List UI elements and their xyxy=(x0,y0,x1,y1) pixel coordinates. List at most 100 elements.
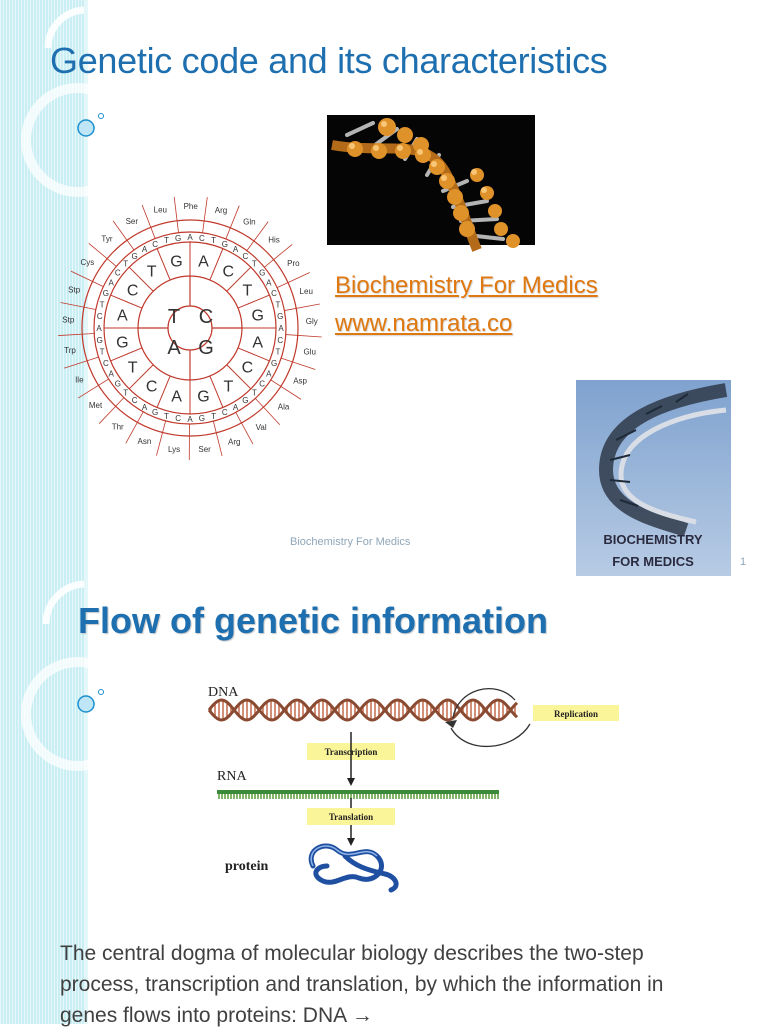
codon-base-letter: G xyxy=(175,234,181,243)
codon-base-letter: C xyxy=(132,396,138,405)
central-dogma-diagram: DNA Replication Transcription RNA Transl… xyxy=(195,680,635,900)
codon-base-letter: G xyxy=(199,414,205,423)
amino-acid-label: Tyr xyxy=(101,235,112,244)
amino-acid-label: Lys xyxy=(168,445,180,454)
protein-label: protein xyxy=(225,859,269,874)
codon-base-letter: A xyxy=(266,370,272,379)
codon-base-letter: C xyxy=(175,414,181,423)
amino-acid-label: Ser xyxy=(198,445,211,454)
codon-base-letter: C xyxy=(97,312,103,321)
amino-acid-label: Ile xyxy=(75,375,84,384)
codon-base-letter: C xyxy=(222,408,228,417)
codon-base-letter: T xyxy=(164,236,169,245)
bullet-dot-icon xyxy=(78,696,94,712)
codon-base-letter: A xyxy=(142,245,148,254)
rna-strand xyxy=(219,794,498,799)
replication-label: Replication xyxy=(554,709,598,719)
amino-acid-label: Stp xyxy=(68,286,81,295)
codon-base-letter: A xyxy=(266,279,272,288)
dna-helix-photo xyxy=(327,115,535,245)
middle-base-letter: A xyxy=(198,253,209,270)
body-paragraph: The central dogma of molecular biology d… xyxy=(60,938,720,1031)
codon-base-letter: G xyxy=(271,359,277,368)
amino-acid-label: Stp xyxy=(62,316,75,325)
codon-base-letter: G xyxy=(115,379,121,388)
middle-base-letter: A xyxy=(171,389,182,406)
amino-acid-label: Ala xyxy=(278,402,290,411)
middle-base-letter: T xyxy=(223,378,233,395)
middle-base-letter: T xyxy=(128,359,138,376)
middle-base-letter: G xyxy=(251,308,263,325)
page-number: 1 xyxy=(740,556,746,568)
middle-base-letter: A xyxy=(117,308,128,325)
inner-base-letter: T xyxy=(168,306,180,328)
amino-acid-label: Arg xyxy=(228,438,240,447)
amino-acid-label: Phe xyxy=(184,202,199,211)
link-website[interactable]: www.namrata.co xyxy=(335,310,512,338)
codon-base-letter: G xyxy=(103,289,109,298)
amino-acid-label: Met xyxy=(89,401,103,410)
translation-label: Translation xyxy=(329,812,373,822)
amino-acid-label: Gly xyxy=(306,317,318,326)
amino-acid-label: Asp xyxy=(293,377,307,386)
codon-base-letter: C xyxy=(259,379,265,388)
codon-base-letter: T xyxy=(211,236,216,245)
inner-base-letter: G xyxy=(198,337,214,359)
codon-base-letter: C xyxy=(103,359,109,368)
rna-label: RNA xyxy=(217,769,247,784)
middle-base-letter: G xyxy=(116,334,128,351)
inner-base-letter: A xyxy=(167,337,181,359)
amino-acid-label: Asn xyxy=(138,437,152,446)
codon-base-letter: T xyxy=(252,388,257,397)
bullet-dot-icon xyxy=(78,120,94,136)
codon-base-letter: A xyxy=(187,233,193,242)
amino-acid-label: His xyxy=(268,236,280,245)
middle-base-letter: C xyxy=(242,359,254,376)
codon-base-letter: C xyxy=(115,269,121,278)
amino-acid-label: Val xyxy=(256,423,267,432)
codon-base-letter: G xyxy=(152,408,158,417)
inner-base-letter: C xyxy=(199,306,213,328)
codon-base-letter: G xyxy=(97,336,103,345)
amino-acid-label: Pro xyxy=(287,259,300,268)
protein-structure-icon xyxy=(311,846,396,890)
codon-base-letter: A xyxy=(278,324,284,333)
codon-base-letter: A xyxy=(109,370,115,379)
codon-base-letter: C xyxy=(277,336,283,345)
slide-title-flow: Flow of genetic information xyxy=(78,600,548,642)
codon-base-letter: T xyxy=(164,412,169,421)
middle-base-letter: C xyxy=(127,283,139,300)
codon-base-letter: T xyxy=(275,300,280,309)
codon-base-letter: C xyxy=(152,240,158,249)
codon-base-letter: C xyxy=(199,234,205,243)
amino-acid-label: Arg xyxy=(215,206,227,215)
amino-acid-label: Gln xyxy=(243,217,255,226)
codon-base-letter: T xyxy=(123,260,128,269)
codon-base-letter: T xyxy=(252,260,257,269)
amino-acid-label: Thr xyxy=(112,422,124,431)
amino-acid-label: Leu xyxy=(300,287,313,296)
link-biochemistry-for-medics[interactable]: Biochemistry For Medics xyxy=(335,272,598,300)
codon-base-letter: G xyxy=(242,396,248,405)
codon-base-letter: G xyxy=(259,269,265,278)
logo-text-line1: BIOCHEMISTRY xyxy=(603,532,703,547)
codon-base-letter: T xyxy=(123,388,128,397)
footer-text: Biochemistry For Medics xyxy=(290,536,410,548)
logo-text-line2: FOR MEDICS xyxy=(612,554,694,569)
amino-acid-label: Ser xyxy=(126,217,139,226)
amino-acid-label: Cys xyxy=(80,258,94,267)
middle-base-letter: G xyxy=(170,253,182,270)
codon-base-letter: A xyxy=(109,279,115,288)
codon-base-letter: G xyxy=(131,252,137,261)
middle-base-letter: C xyxy=(146,378,158,395)
biochemistry-for-medics-logo: BIOCHEMISTRY FOR MEDICS xyxy=(576,380,731,576)
amino-acid-label: Trp xyxy=(64,346,76,355)
dna-label: DNA xyxy=(208,685,239,700)
middle-base-letter: T xyxy=(147,264,157,281)
codon-base-letter: A xyxy=(187,415,193,424)
codon-base-letter: A xyxy=(96,324,102,333)
codon-base-letter: T xyxy=(100,300,105,309)
slide-title: Genetic code and its characteristics xyxy=(50,40,607,82)
codon-base-letter: G xyxy=(277,312,283,321)
